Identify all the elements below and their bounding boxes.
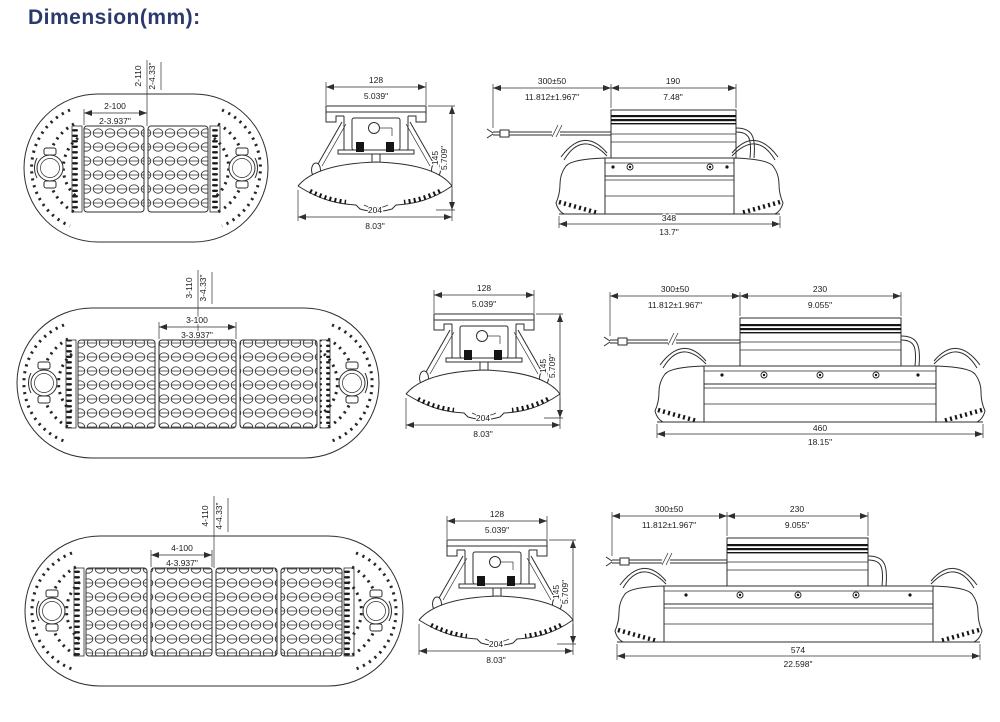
dim-height-in: 5.709" (560, 580, 570, 604)
dim-body-mm: 204 (489, 639, 503, 649)
side-view-drawing (418, 516, 576, 655)
top-view-3-module: 3-100 3-3.937" 3-110 3-4.33" (14, 266, 382, 469)
dim-bracket-mm: 128 (477, 283, 491, 293)
dim-cable-in: 11.812±1.967" (642, 520, 696, 530)
front-view-dimensions: 300±50 11.812±1.967" 230 9.055" 574 22.5… (641, 503, 814, 671)
side-view-drawing (405, 290, 563, 429)
dim-module-width-in: 3-3.937" (181, 330, 213, 340)
front-view-drawing (486, 84, 784, 228)
dim-cable-mm: 300±50 (655, 504, 684, 514)
dim-height-mm: 145 (538, 359, 548, 373)
dim-driver-mm: 190 (666, 76, 680, 86)
front-view-drawing (603, 292, 986, 438)
dim-length-in: 22.598" (783, 659, 812, 669)
dim-driver-in: 9.055" (785, 520, 809, 530)
dim-driver-in: 9.055" (808, 300, 832, 310)
front-view-3-module: 300±50 11.812±1.967" 230 9.055" 460 18.1… (596, 270, 990, 453)
dim-bracket-in: 5.039" (485, 525, 509, 535)
dim-module-length-mm: 4-110 (200, 505, 210, 526)
dim-module-length-in: 3-4.33" (198, 274, 208, 301)
front-view-2-module: 300±50 11.812±1.967" 190 7.48" 348 13.7" (460, 62, 794, 243)
dim-cable-mm: 300±50 (661, 284, 690, 294)
dim-module-width-mm: 4-100 (171, 543, 193, 553)
dim-driver-mm: 230 (813, 284, 827, 294)
dim-module-length-in: 2-4.33" (147, 62, 157, 89)
dim-length-mm: 460 (813, 423, 827, 433)
dim-body-in: 8.03" (473, 429, 493, 439)
top-view-4-module: 4-100 4-3.937" 4-110 4-4.33" (22, 492, 406, 697)
dim-module-length-mm: 2-110 (133, 65, 143, 86)
dim-height-in: 5.709" (547, 354, 557, 378)
dim-length-in: 18.15" (808, 437, 832, 447)
side-view-drawing (297, 82, 455, 221)
side-view-2-module: 128 5.039" 145 5.709" 204 8.03" (286, 58, 464, 243)
front-view-dimensions: 300±50 11.812±1.967" 230 9.055" 460 18.1… (647, 283, 834, 449)
fixture-outline (23, 93, 269, 243)
dim-bracket-mm: 128 (369, 75, 383, 85)
dim-cable-in: 11.812±1.967" (525, 92, 579, 102)
dim-height-mm: 145 (551, 585, 561, 599)
dim-bracket-in: 5.039" (364, 91, 388, 101)
side-view-dimensions: 128 5.039" 145 5.709" 204 8.03" (484, 508, 572, 667)
dim-length-in: 13.7" (659, 227, 679, 237)
dim-driver-in: 7.48" (663, 92, 683, 102)
dim-length-mm: 574 (791, 645, 805, 655)
side-view-dimensions: 128 5.039" 145 5.709" 204 8.03" (471, 282, 559, 441)
side-view-dimensions: 128 5.039" 145 5.709" 204 8.03" (363, 74, 451, 233)
dim-length-mm: 348 (662, 213, 676, 223)
top-view-dimensions: 4-100 4-3.937" 4-110 4-4.33" (150, 496, 229, 569)
dim-driver-mm: 230 (790, 504, 804, 514)
dim-module-width-mm: 3-100 (186, 315, 208, 325)
dim-body-in: 8.03" (486, 655, 506, 665)
dim-body-in: 8.03" (365, 221, 385, 231)
fixture-outline (24, 535, 404, 687)
front-view-drawing (605, 512, 983, 660)
dim-height-in: 5.709" (439, 146, 449, 170)
dim-body-mm: 204 (368, 205, 382, 215)
side-view-4-module: 128 5.039" 145 5.709" 204 8.03" (407, 492, 585, 677)
page-title: Dimension(mm): (28, 6, 201, 29)
dim-bracket-in: 5.039" (472, 299, 496, 309)
top-view-dimensions: 3-100 3-3.937" 3-110 3-4.33" (158, 270, 237, 341)
dim-module-width-in: 4-3.937" (166, 558, 198, 568)
dim-cable-in: 11.812±1.967" (648, 300, 702, 310)
dim-module-width-mm: 2-100 (104, 101, 126, 111)
dim-module-width-in: 2-3.937" (99, 116, 131, 126)
dim-cable-mm: 300±50 (538, 76, 567, 86)
front-view-dimensions: 300±50 11.812±1.967" 190 7.48" 348 13.7" (524, 75, 684, 239)
dim-body-mm: 204 (476, 413, 490, 423)
top-view-dimensions: 2-100 2-3.937" 2-110 2-4.33" (83, 60, 162, 127)
dim-module-length-in: 4-4.33" (214, 502, 224, 529)
front-view-4-module: 300±50 11.812±1.967" 230 9.055" 574 22.5… (590, 490, 990, 677)
top-view-2-module: 2-100 2-3.937" 2-110 2-4.33" (20, 56, 272, 251)
side-view-3-module: 128 5.039" 145 5.709" 204 8.03" (394, 266, 572, 451)
dim-module-length-mm: 3-110 (184, 277, 194, 298)
fixture-outline (16, 307, 380, 459)
dim-height-mm: 145 (430, 151, 440, 165)
dim-bracket-mm: 128 (490, 509, 504, 519)
